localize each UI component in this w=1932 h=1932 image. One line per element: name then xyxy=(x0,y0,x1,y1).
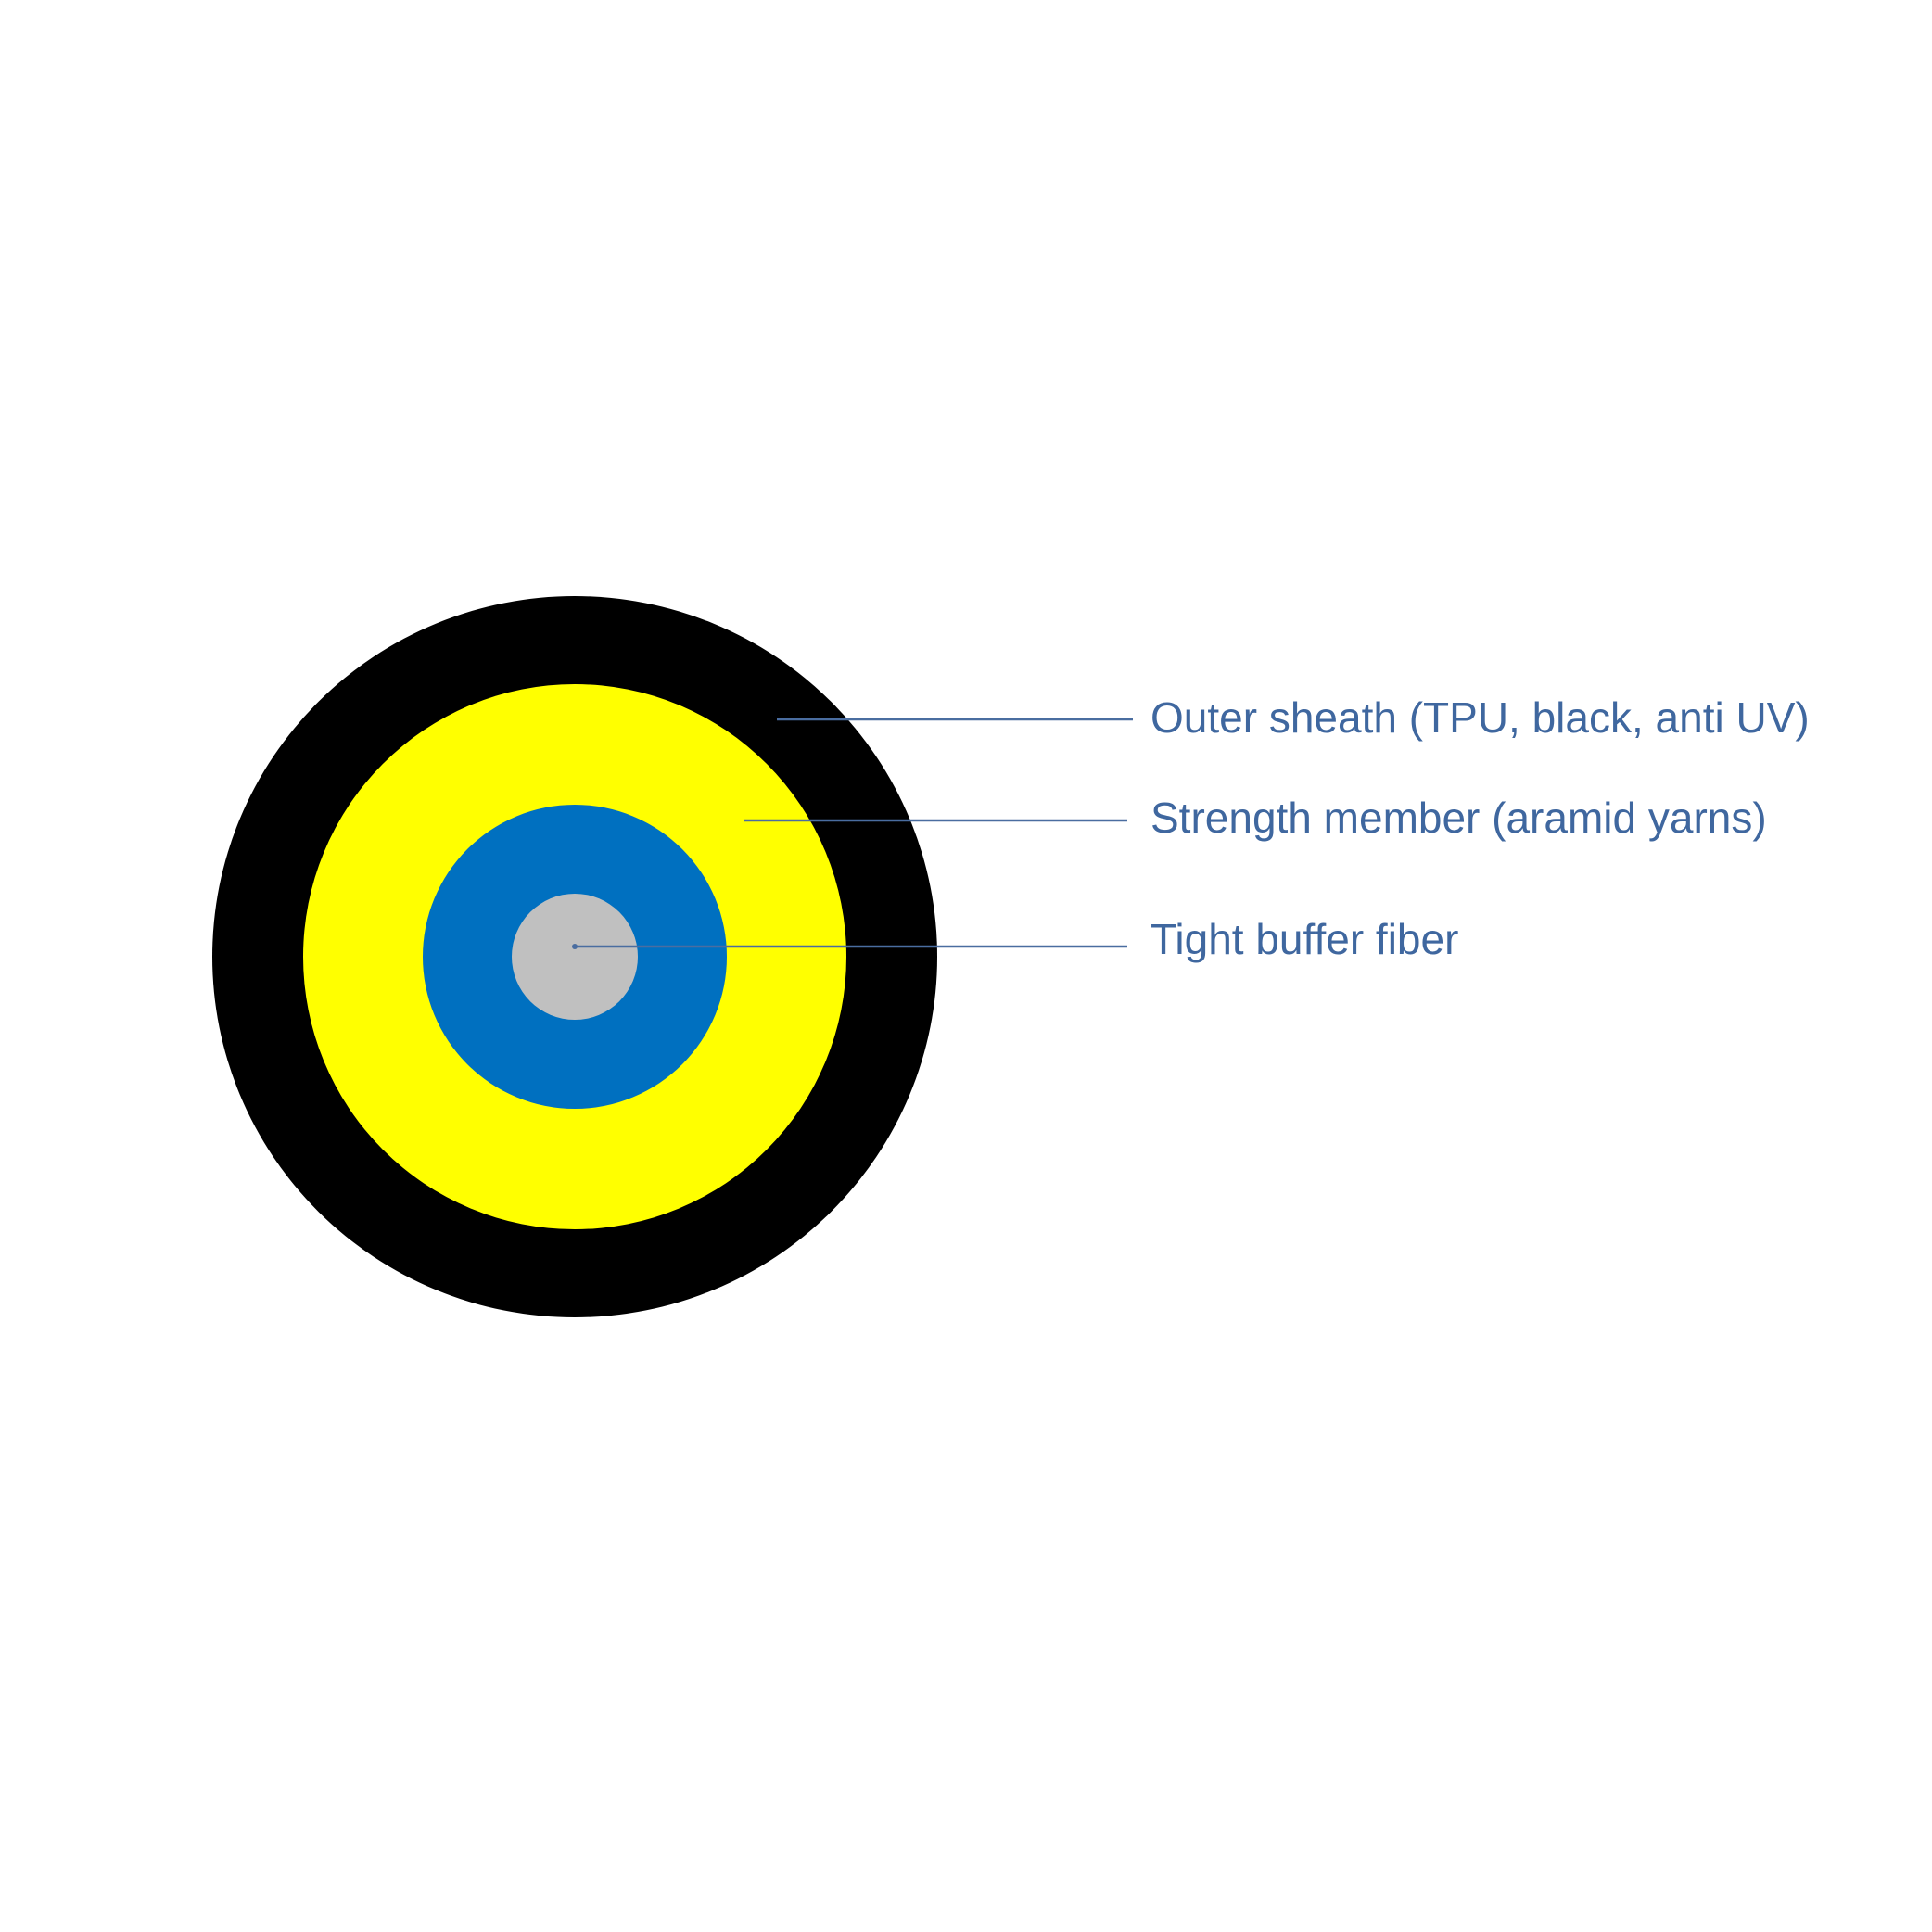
tight-buffer-leader-anchor xyxy=(572,944,578,949)
strength-member-label: Strength member (aramid yarns) xyxy=(1150,794,1767,842)
fiber-core xyxy=(512,894,638,1020)
tight-buffer-label: Tight buffer fiber xyxy=(1150,915,1459,963)
outer-sheath-label: Outer sheath (TPU, black, anti UV) xyxy=(1150,693,1810,742)
